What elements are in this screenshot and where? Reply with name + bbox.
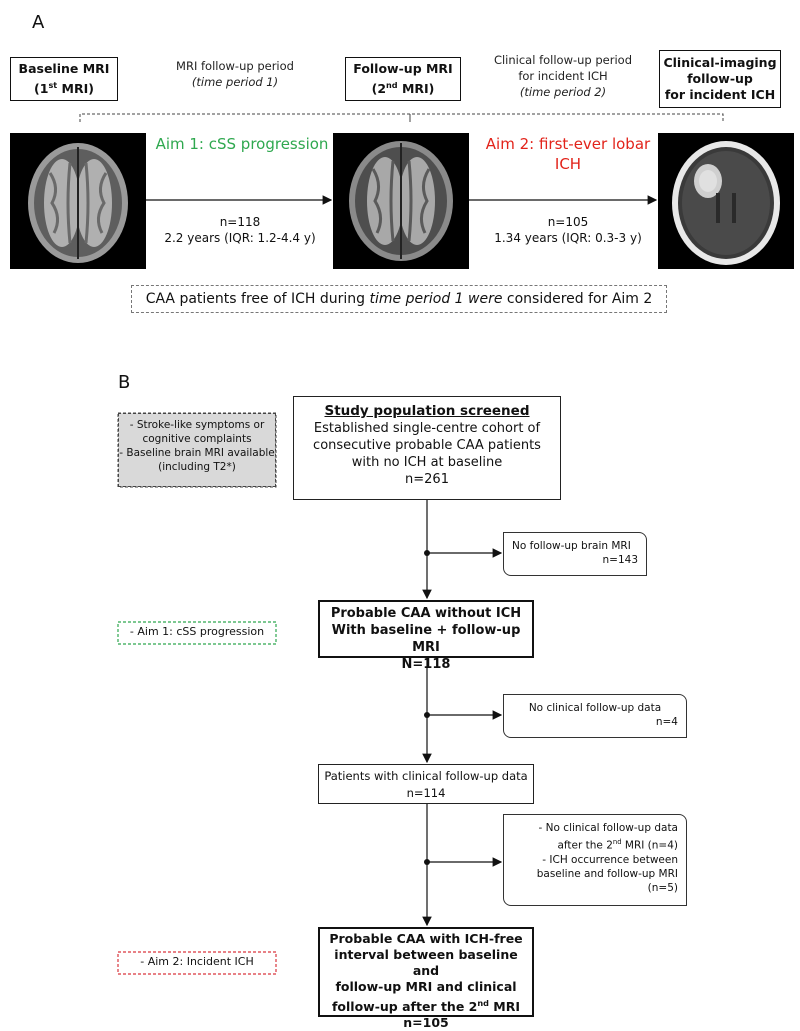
aim1-duration: 2.2 years (IQR: 1.2-4.4 y)	[164, 231, 316, 245]
note-text-end: considered for Aim 2	[502, 291, 653, 307]
excl3-line4: baseline and follow-up MRI	[536, 867, 678, 880]
excl1-label: No follow-up brain MRI	[512, 540, 631, 552]
panel-a-label: A	[32, 12, 45, 33]
followup-mri-title: Follow-up MRI	[353, 60, 453, 76]
screened-line1: Established single-centre cohort of	[313, 421, 541, 436]
aim2-n: n=105	[547, 215, 589, 229]
clinical-period-line2: for incident ICH	[518, 69, 608, 83]
aim1-border	[117, 621, 277, 645]
clinical-followup-period: Clinical follow-up period for incident I…	[478, 52, 648, 100]
screened-line3: with no ICH at baseline	[351, 455, 503, 470]
inclusion-line2: cognitive complaints	[142, 433, 252, 445]
clinical-followup-box: Patients with clinical follow-up data n=…	[318, 764, 534, 804]
inclusion-line1: - Stroke-like symptoms or	[129, 419, 265, 431]
aim1-stats: n=118 2.2 years (IQR: 1.2-4.4 y)	[150, 214, 330, 246]
followup-mri-image	[333, 133, 469, 269]
mri-followup-period-label: MRI follow-up period	[176, 59, 294, 73]
excl3-line2: after the 2nd MRI (n=4)	[557, 838, 678, 852]
note-text-italic: time period 1 were	[369, 291, 503, 307]
box4-line3: follow-up MRI and clinical	[335, 979, 517, 994]
bracket-period-1	[79, 113, 411, 122]
inclusion-criteria-box: - Stroke-like symptoms or cognitive comp…	[118, 413, 276, 487]
excl2-n: n=4	[655, 716, 678, 728]
aim2-duration: 1.34 years (IQR: 0.3-3 y)	[494, 231, 642, 245]
box2-n: N=118	[401, 657, 451, 672]
clinical-imaging-line3: for incident ICH	[664, 87, 776, 102]
exclusion-no-followup-mri: No follow-up brain MRI n=143	[503, 532, 647, 576]
excl3-line1: - No clinical follow-up data	[538, 822, 678, 834]
panel-b-label: B	[118, 372, 131, 393]
note-text-start: CAA patients free of ICH during	[145, 291, 370, 307]
clinical-period-line1: Clinical follow-up period	[493, 53, 633, 67]
aim2-border	[117, 951, 277, 975]
baseline-mri-sub: (1st MRI)	[34, 79, 94, 97]
baseline-mri-title: Baseline MRI	[18, 60, 110, 76]
screened-title: Study population screened	[324, 403, 530, 419]
box2-line1: Probable CAA without ICH	[330, 606, 522, 621]
aim2-title: Aim 2: first-ever lobar ICH	[478, 134, 658, 174]
box3-line1: Patients with clinical follow-up data	[324, 769, 528, 783]
inclusion-line4: (including T2*)	[158, 461, 236, 473]
aim1-n: n=118	[219, 215, 261, 229]
excl3-line5: (n=5)	[647, 881, 678, 894]
screened-line2: consecutive probable CAA patients	[313, 438, 541, 453]
ct-scan-image	[658, 133, 794, 269]
baseline-mri-box: Baseline MRI (1st MRI)	[10, 57, 118, 101]
excl2-label: No clinical follow-up data	[528, 702, 662, 714]
aim2-title-line1: Aim 2: first-ever lobar	[485, 135, 651, 153]
followup-mri-sub: (2nd MRI)	[371, 79, 435, 97]
clinical-imaging-line2: follow-up	[687, 71, 753, 86]
excl1-n: n=143	[602, 554, 639, 566]
time-period-1-label: (time period 1)	[191, 75, 279, 89]
aim2-stats: n=105 1.34 years (IQR: 0.3-3 y)	[478, 214, 658, 246]
aim2-eligibility-note: CAA patients free of ICH during time per…	[131, 285, 667, 313]
aim1-title: Aim 1: cSS progression	[155, 135, 329, 153]
box3-n: n=114	[406, 786, 446, 800]
baseline-mri-image	[10, 133, 146, 269]
clinical-imaging-box: Clinical-imaging follow-up for incident …	[659, 50, 781, 108]
time-period-2-label: (time period 2)	[519, 85, 607, 99]
probable-caa-followup-box: Probable CAA without ICH With baseline +…	[318, 600, 534, 672]
box4-line2: interval between baseline and	[334, 947, 518, 978]
inclusion-line3: - Baseline brain MRI available	[119, 447, 275, 459]
screened-population-box: Study population screened Established si…	[293, 396, 561, 500]
aim2-side-label: - Aim 2: Incident ICH	[140, 955, 254, 968]
exclusion-no-clinical-data: No clinical follow-up data n=4	[503, 694, 687, 738]
followup-mri-box: Follow-up MRI (2nd MRI)	[345, 57, 461, 101]
clinical-imaging-line1: Clinical-imaging	[663, 55, 777, 70]
mri-followup-period: MRI follow-up period (time period 1)	[150, 58, 320, 90]
box4-line1: Probable CAA with ICH-free	[329, 931, 523, 946]
bracket-period-2	[409, 113, 724, 122]
box4-line4: follow-up after the 2nd MRI	[331, 998, 521, 1015]
aim2-title-line2: ICH	[554, 155, 582, 173]
inclusion-border	[117, 412, 277, 488]
box4-n: n=105	[403, 1015, 449, 1031]
screened-n: n=261	[405, 472, 449, 487]
aim1-side-label: - Aim 1: cSS progression	[129, 625, 265, 638]
box2-line2: With baseline + follow-up MRI	[331, 623, 521, 655]
final-cohort-box: Probable CAA with ICH-free interval betw…	[318, 927, 534, 1030]
excl3-line3: - ICH occurrence between	[542, 853, 678, 866]
exclusion-ich-or-no-data: - No clinical follow-up data after the 2…	[503, 814, 687, 906]
